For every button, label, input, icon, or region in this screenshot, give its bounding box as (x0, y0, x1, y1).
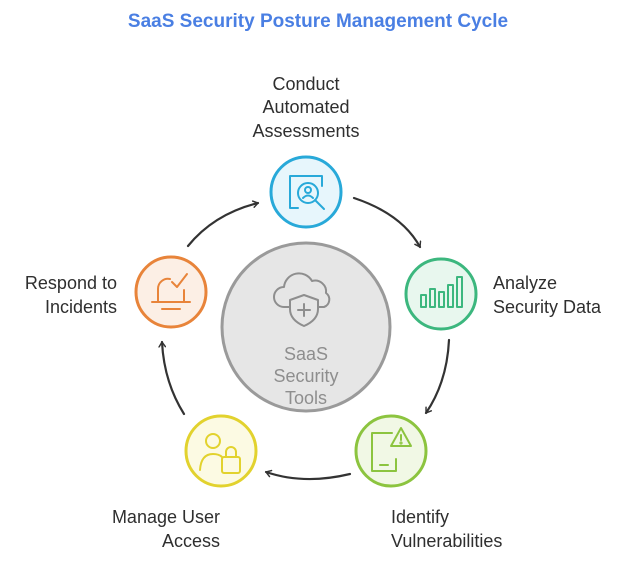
arrow-manage-to-respond (158, 340, 186, 416)
cloud-shield-icon (273, 272, 331, 327)
document-search-icon (289, 175, 325, 210)
stage-manage-label-1: Manage User (112, 507, 220, 527)
arrow-analyze-to-identify (424, 338, 451, 415)
stage-identify-label-1: Identify (391, 507, 449, 527)
stage-respond-incidents: Respond to Incidents (25, 255, 208, 329)
stage-analyze-data: Analyze Security Data (404, 257, 602, 331)
stage-analyze-label-1: Analyze (493, 273, 557, 293)
stage-identify-vulnerabilities: Identify Vulnerabilities (354, 414, 502, 551)
center-label-line-1: SaaS (284, 344, 328, 364)
stage-analyze-label-2: Security Data (493, 297, 602, 317)
alarm-check-icon (151, 273, 191, 310)
user-lock-icon (199, 433, 241, 474)
cycle-arrows (158, 196, 451, 481)
stage-conduct-assessments: Conduct Automated Assessments (252, 74, 360, 229)
stage-respond-label-2: Incidents (45, 297, 117, 317)
arrow-respond-to-assess (186, 200, 260, 248)
stage-conduct-label-3: Assessments (252, 121, 359, 141)
center-label-line-3: Tools (285, 388, 327, 408)
stage-conduct-label-2: Automated (262, 97, 349, 117)
stage-conduct-label-1: Conduct (272, 74, 339, 94)
center-label-line-2: Security (273, 366, 338, 386)
stage-identify-label-2: Vulnerabilities (391, 531, 502, 551)
stage-manage-access: Manage User Access (112, 414, 258, 551)
arrow-identify-to-manage (264, 469, 352, 481)
stage-manage-label-2: Access (162, 531, 220, 551)
diagram-title: SaaS Security Posture Management Cycle (128, 11, 508, 32)
stage-respond-label-1: Respond to (25, 273, 117, 293)
phone-warning-icon (371, 427, 412, 472)
center-hub: SaaS Security Tools (220, 241, 392, 413)
arrow-assess-to-analyze (352, 196, 422, 249)
bar-chart-icon (420, 276, 463, 308)
